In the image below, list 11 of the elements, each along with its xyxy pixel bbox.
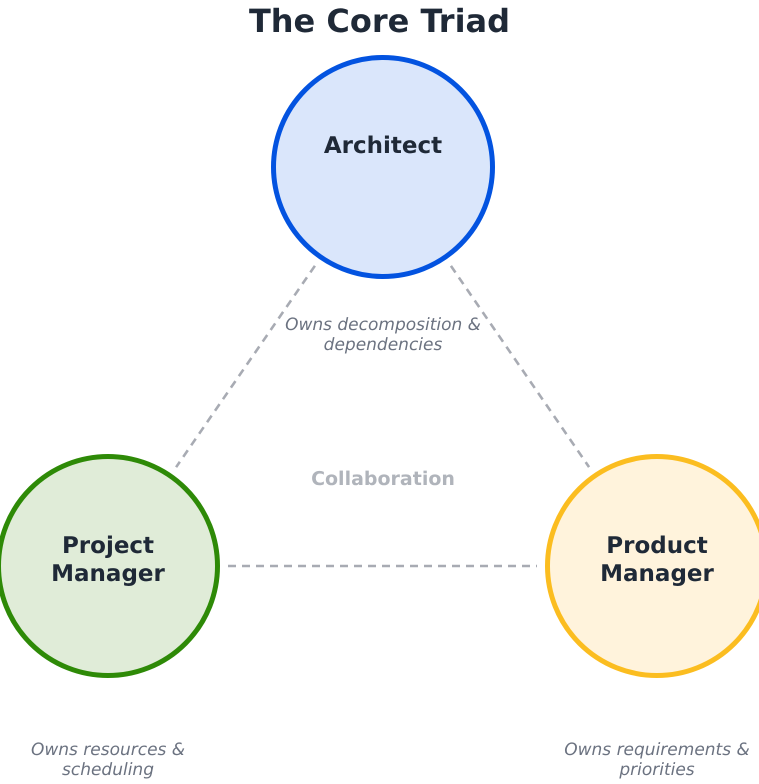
responsibility-caption: Owns decomposition & dependencies (284, 315, 482, 355)
diagram-title: The Core Triad (248, 2, 512, 40)
responsibility-caption: Owns requirements & priorities (563, 740, 751, 780)
role-name: Product Manager (599, 532, 715, 588)
center-label: Collaboration (310, 467, 456, 491)
connector-line (228, 564, 537, 568)
responsibility-caption: Owns resources & scheduling (30, 740, 186, 780)
connector-line (175, 265, 316, 468)
role-name: Project Manager (50, 532, 166, 588)
role-name: Architect (322, 132, 444, 160)
connector-line (450, 265, 590, 468)
